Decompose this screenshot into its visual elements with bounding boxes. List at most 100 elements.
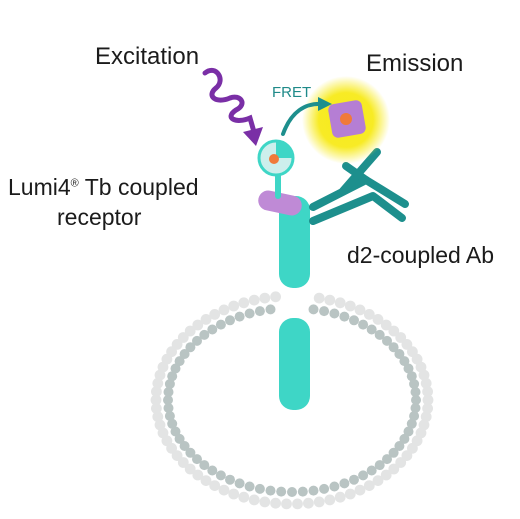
membrane-inner-head bbox=[374, 329, 385, 340]
membrane-inner-head bbox=[234, 311, 245, 322]
membrane-outer-head bbox=[388, 463, 400, 475]
membrane-inner-head bbox=[234, 478, 245, 489]
membrane-inner-head bbox=[185, 447, 196, 458]
membrane-inner-head bbox=[225, 474, 235, 485]
membrane-outer-head bbox=[344, 488, 356, 500]
donor-label-line2: receptor bbox=[57, 204, 142, 230]
membrane-inner-head bbox=[179, 349, 190, 359]
membrane-outer-head bbox=[354, 304, 366, 316]
membrane-inner-head bbox=[164, 379, 175, 389]
membrane-inner-head bbox=[382, 454, 392, 465]
membrane-outer-head bbox=[200, 314, 212, 325]
membrane-inner-head bbox=[164, 411, 175, 421]
membrane-outer-head bbox=[420, 377, 432, 389]
membrane-outer-head bbox=[313, 292, 325, 304]
membrane-outer-head bbox=[218, 304, 230, 316]
membrane-inner-head bbox=[215, 319, 226, 330]
membrane-inner-head bbox=[174, 356, 185, 367]
membrane-inner-head bbox=[403, 426, 414, 437]
membrane-inner-head bbox=[170, 363, 181, 374]
membrane-outer-head bbox=[324, 294, 336, 306]
donor-wedge bbox=[276, 141, 293, 158]
membrane-inner-head bbox=[382, 335, 392, 346]
membrane-outer-head bbox=[209, 480, 221, 491]
membrane-outer-head bbox=[395, 332, 407, 343]
membrane-inner-head bbox=[163, 403, 174, 413]
membrane-inner-leaflet bbox=[163, 304, 421, 497]
membrane-inner-head bbox=[163, 395, 173, 405]
membrane-outer-head bbox=[372, 314, 384, 325]
membrane-inner-head bbox=[225, 315, 235, 326]
membrane-inner-head bbox=[308, 304, 319, 315]
membrane-inner-head bbox=[349, 315, 359, 326]
d2-core bbox=[340, 113, 352, 125]
fret-arrow bbox=[281, 101, 324, 136]
membrane-outer-head bbox=[395, 457, 407, 468]
membrane-outer-head bbox=[270, 497, 281, 509]
membrane-outer-head bbox=[150, 394, 162, 406]
membrane-outer-head bbox=[418, 369, 430, 381]
membrane-outer-head bbox=[344, 300, 356, 312]
membrane-inner-head bbox=[276, 486, 287, 497]
membrane-inner-head bbox=[410, 387, 421, 397]
membrane-outer-head bbox=[313, 496, 325, 508]
excitation-arrowhead bbox=[243, 127, 263, 146]
excitation-light bbox=[202, 67, 263, 146]
membrane-inner-head bbox=[388, 342, 399, 353]
membrane-inner-head bbox=[366, 324, 377, 335]
membrane-inner-head bbox=[410, 403, 421, 413]
acceptor-label: d2-coupled Ab bbox=[347, 242, 495, 268]
membrane-outer-head bbox=[334, 297, 346, 309]
membrane-outer-head bbox=[380, 319, 392, 331]
membrane-inner-head bbox=[339, 478, 350, 489]
membrane-inner-head bbox=[411, 395, 421, 405]
membrane-inner-head bbox=[349, 474, 359, 485]
donor-label: Lumi4® Tb coupled receptor bbox=[8, 172, 199, 232]
membrane-outer-head bbox=[228, 488, 240, 500]
membrane-inner-head bbox=[192, 454, 202, 465]
membrane-outer-head bbox=[171, 339, 183, 350]
membrane-inner-head bbox=[406, 418, 417, 429]
membrane-outer-head bbox=[303, 497, 314, 509]
membrane-outer-head bbox=[248, 294, 260, 306]
membrane-inner-head bbox=[339, 311, 350, 322]
membrane-outer-head bbox=[152, 377, 164, 389]
membrane-outer-head bbox=[177, 332, 189, 343]
membrane-inner-head bbox=[329, 481, 340, 492]
membrane-inner-head bbox=[406, 371, 417, 382]
membrane-outer-head bbox=[218, 484, 230, 496]
membrane-outer-leaflet bbox=[150, 291, 434, 510]
membrane-inner-head bbox=[358, 319, 369, 330]
membrane-inner-head bbox=[254, 306, 265, 317]
membrane-inner-head bbox=[399, 356, 410, 367]
membrane-outer-head bbox=[422, 403, 433, 414]
membrane-outer-head bbox=[270, 291, 281, 303]
d2-acceptor bbox=[302, 76, 390, 164]
membrane-inner-head bbox=[199, 460, 210, 471]
membrane-inner-head bbox=[308, 485, 319, 496]
membrane-inner-head bbox=[244, 308, 255, 319]
fret-transfer bbox=[281, 97, 332, 136]
membrane-outer-head bbox=[292, 498, 303, 510]
membrane-inner-head bbox=[319, 483, 330, 494]
membrane-outer-head bbox=[200, 475, 212, 486]
membrane-inner-head bbox=[394, 441, 405, 451]
membrane-inner-head bbox=[185, 342, 196, 353]
membrane-outer-head bbox=[259, 496, 271, 508]
membrane-outer-head bbox=[363, 480, 375, 491]
membrane-outer-head bbox=[228, 300, 240, 312]
fret-label: FRET bbox=[272, 84, 312, 101]
membrane-inner-head bbox=[366, 465, 377, 476]
emission-label: Emission bbox=[366, 50, 464, 77]
membrane-inner-head bbox=[409, 411, 420, 421]
membrane-inner-head bbox=[403, 363, 414, 374]
membrane-outer-head bbox=[154, 419, 166, 431]
lumi4-tb-donor bbox=[257, 139, 295, 177]
membrane-outer-head bbox=[192, 469, 204, 481]
membrane-outer-head bbox=[184, 325, 196, 337]
membrane-outer-head bbox=[281, 498, 292, 510]
terbium-core bbox=[269, 154, 279, 164]
membrane-outer-head bbox=[401, 450, 413, 461]
excitation-label: Excitation bbox=[95, 43, 200, 70]
